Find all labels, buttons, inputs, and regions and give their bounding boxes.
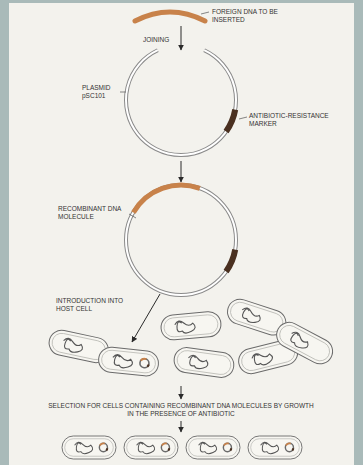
process-arrow	[181, 386, 182, 399]
step-label: JOINING	[143, 36, 179, 44]
process-arrow	[181, 161, 182, 182]
resistance-marker	[226, 110, 235, 132]
marker-label: ANTIBIOTIC-RESISTANCE MARKER	[249, 112, 351, 128]
recombinant-ring-inner	[126, 185, 236, 295]
leader-line	[239, 117, 247, 119]
recombinant-ring	[126, 185, 236, 295]
selected-bacterium	[62, 436, 116, 459]
selected-bacterium	[186, 436, 240, 459]
process-arrow	[181, 421, 182, 432]
step-label: INTRODUCTION INTO HOST CELL	[56, 297, 130, 313]
bacterium	[272, 318, 337, 368]
process-arrow	[132, 294, 160, 342]
leader-line	[120, 92, 126, 93]
plasmid-ring	[126, 50, 236, 155]
selected-bacterium	[124, 436, 178, 459]
selected-bacterium	[248, 436, 302, 459]
insert-label: FOREIGN DNA TO BE INSERTED	[212, 8, 292, 24]
leader-line	[129, 214, 136, 218]
molecule-label: RECOMBINANT DNA MOLECULE	[58, 205, 128, 221]
bacterium	[160, 311, 222, 341]
plasmid-ring-inner	[126, 50, 236, 155]
resistance-marker	[226, 250, 235, 272]
leader-line	[201, 12, 209, 14]
process-arrow	[181, 26, 182, 50]
step-label: SELECTION FOR CELLS CONTAINING RECOMBINA…	[48, 402, 314, 418]
bacterium	[173, 346, 236, 379]
bacterium-with-plasmid	[97, 346, 159, 377]
foreign-dna	[135, 12, 205, 21]
plasmid-label: PLASMID pSC101	[82, 84, 120, 100]
inserted-dna	[133, 185, 199, 213]
